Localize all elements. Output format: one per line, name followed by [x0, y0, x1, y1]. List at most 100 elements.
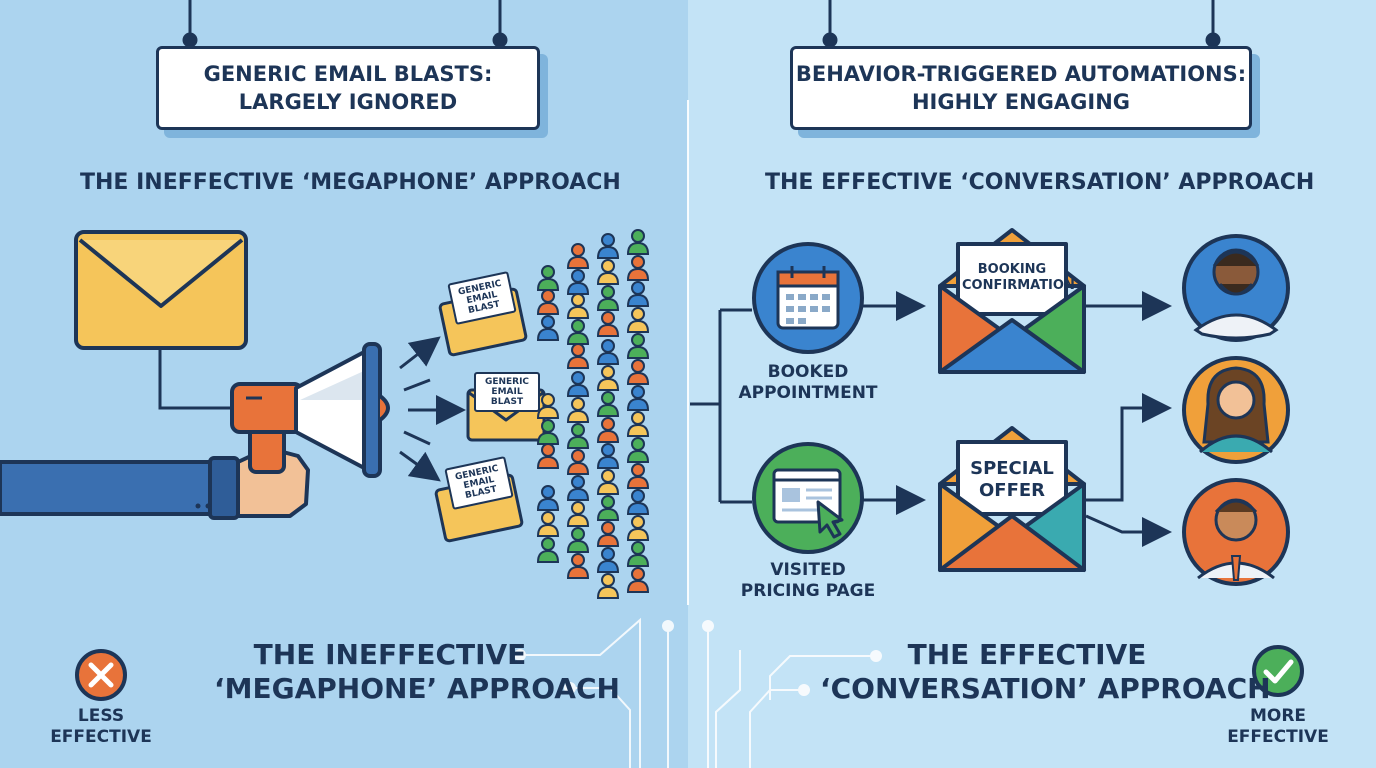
email-label-line2: OFFER	[978, 480, 1046, 501]
person-icon	[596, 285, 620, 311]
megaphone-icon	[230, 342, 390, 478]
left-caption-line1: THE INEFFECTIVE	[253, 638, 527, 671]
trigger-label-line2: PRICING PAGE	[740, 581, 876, 601]
email-label-offer: SPECIAL OFFER	[962, 458, 1062, 502]
person-icon	[596, 495, 620, 521]
envelope-icon	[938, 228, 1086, 374]
right-sign-line2: HIGHLY ENGAGING	[911, 90, 1131, 114]
email-label-line1: BOOKING	[977, 262, 1047, 277]
person-icon	[566, 397, 590, 423]
person-icon	[536, 511, 560, 537]
person-icon	[536, 229, 650, 599]
email-note-line1: GENERIC	[484, 377, 530, 387]
person-icon	[566, 501, 590, 527]
person-icon	[566, 371, 590, 397]
envelope-icon	[74, 230, 248, 350]
trigger-label-visited: VISITED PRICING PAGE	[738, 560, 878, 602]
person-icon	[536, 315, 560, 341]
left-sign-line1: GENERIC EMAIL BLASTS:	[203, 62, 493, 86]
right-sign-line1: BEHAVIOR-TRIGGERED AUTOMATIONS:	[795, 62, 1247, 86]
person-icon	[596, 443, 620, 469]
person-icon	[626, 281, 650, 307]
person-icon	[626, 541, 650, 567]
person-icon	[596, 521, 620, 547]
badge-line2: EFFECTIVE	[1227, 727, 1329, 747]
left-sign-line2: LARGELY IGNORED	[238, 90, 458, 114]
person-icon	[566, 423, 590, 449]
right-caption-line1: THE EFFECTIVE	[907, 638, 1147, 671]
person-icon	[566, 269, 590, 295]
arrow-icon	[399, 336, 466, 482]
trigger-label-line1: VISITED	[770, 560, 846, 580]
person-icon	[596, 259, 620, 285]
more-effective-label: MORE EFFECTIVE	[1213, 706, 1343, 748]
person-icon	[626, 437, 650, 463]
person-icon	[566, 527, 590, 553]
person-icon	[626, 359, 650, 385]
person-icon	[626, 333, 650, 359]
email-label-line1: SPECIAL	[970, 458, 1054, 479]
less-effective-label: LESS EFFECTIVE	[36, 706, 166, 748]
person-icon	[596, 469, 620, 495]
right-caption-line2: ‘CONVERSATION’ APPROACH	[820, 672, 1271, 705]
person-icon	[536, 419, 560, 445]
person-icon	[596, 391, 620, 417]
left-sign: GENERIC EMAIL BLASTS: LARGELY IGNORED	[156, 46, 540, 130]
badge-line1: LESS	[77, 706, 125, 726]
close-icon	[75, 649, 127, 701]
person-icon	[536, 537, 560, 563]
person-icon	[566, 475, 590, 501]
person-icon	[566, 243, 590, 269]
person-icon	[626, 463, 650, 489]
person-icon	[626, 567, 650, 593]
person-icon	[566, 343, 590, 369]
person-icon	[626, 411, 650, 437]
browser-cursor-icon	[752, 442, 864, 554]
person-icon	[566, 293, 590, 319]
person-icon	[596, 417, 620, 443]
person-icon	[596, 339, 620, 365]
person-icon	[536, 485, 560, 511]
person-icon	[536, 265, 560, 291]
person-icon	[566, 449, 590, 475]
badge-line1: MORE	[1249, 706, 1307, 726]
person-icon	[536, 289, 560, 315]
person-icon	[626, 229, 650, 255]
email-label-booking: BOOKING CONFIRMATION	[962, 262, 1075, 294]
envelope-icon	[938, 426, 1086, 572]
right-caption: THE EFFECTIVE ‘CONVERSATION’ APPROACH	[820, 638, 1271, 706]
panel-divider	[687, 100, 689, 605]
email-note: GENERIC EMAIL BLAST	[474, 372, 540, 412]
avatar	[1182, 234, 1290, 342]
person-icon	[596, 547, 620, 573]
person-icon	[566, 319, 590, 345]
person-icon	[536, 443, 560, 469]
email-label-line2: CONFIRMATION	[962, 278, 1075, 293]
person-icon	[536, 393, 560, 419]
calendar-icon	[752, 242, 864, 354]
person-icon	[626, 489, 650, 515]
person-icon	[596, 365, 620, 391]
email-note-line2: EMAIL BLAST	[490, 387, 524, 407]
left-caption-line2: ‘MEGAPHONE’ APPROACH	[214, 672, 620, 705]
trigger-label-line2: APPOINTMENT	[738, 383, 878, 403]
check-icon	[1252, 645, 1304, 697]
person-icon	[626, 307, 650, 333]
left-caption: THE INEFFECTIVE ‘MEGAPHONE’ APPROACH	[214, 638, 620, 706]
trigger-label-line1: BOOKED	[767, 362, 849, 382]
avatar	[1182, 356, 1290, 464]
avatar	[1182, 478, 1290, 586]
right-sign: BEHAVIOR-TRIGGERED AUTOMATIONS: HIGHLY E…	[790, 46, 1252, 130]
person-icon	[596, 573, 620, 599]
person-icon	[626, 515, 650, 541]
trigger-label-booked: BOOKED APPOINTMENT	[738, 362, 878, 404]
right-heading: THE EFFECTIVE ‘CONVERSATION’ APPROACH	[765, 170, 1315, 195]
person-icon	[596, 233, 620, 259]
person-icon	[596, 311, 620, 337]
badge-line2: EFFECTIVE	[50, 727, 152, 747]
person-icon	[626, 385, 650, 411]
person-icon	[566, 553, 590, 579]
left-heading: THE INEFFECTIVE ‘MEGAPHONE’ APPROACH	[80, 170, 621, 195]
person-icon	[626, 255, 650, 281]
